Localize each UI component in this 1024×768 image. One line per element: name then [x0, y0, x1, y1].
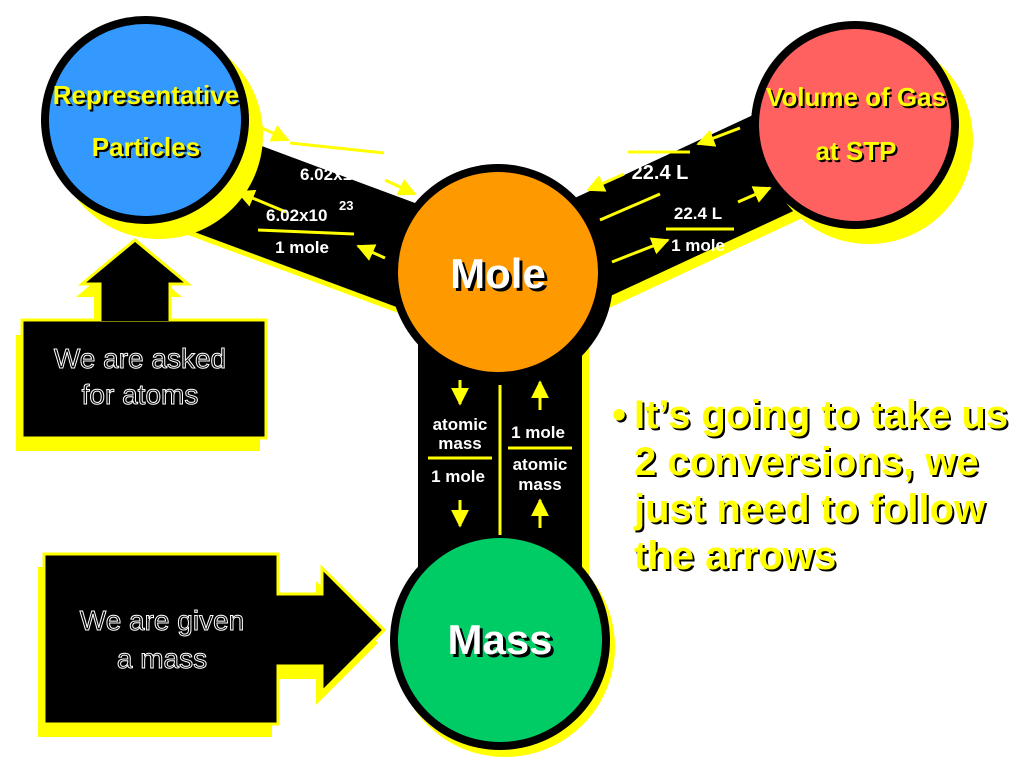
- mass-label: Mass: [447, 616, 552, 663]
- arrow-particles-to-mole-a: [261, 125, 290, 142]
- node-particles: Representative Representative Particles …: [41, 16, 263, 239]
- fraction-exponent: 23: [372, 157, 386, 172]
- fraction-denominator-2: mass: [518, 475, 561, 494]
- svg-text:Mass: Mass: [450, 619, 555, 666]
- fraction-numerator: 1 mole: [631, 127, 685, 146]
- arrow-particles-to-mole-b: [384, 178, 417, 196]
- arrow-mole-to-particles-a: [236, 189, 287, 214]
- bullet-text-box: • It’s going to take us 2 conversions, w…: [612, 392, 1022, 580]
- volume-label-2: at STP: [816, 136, 897, 166]
- arrow-mole-to-particles-b: [356, 244, 386, 261]
- particles-label-1: Representative: [53, 80, 239, 110]
- right-arrow-icon: [42, 552, 387, 726]
- svg-text:at STP: at STP: [818, 138, 899, 168]
- callout-asked-line1: We are asked: [54, 343, 226, 374]
- particles-circle: [49, 24, 241, 216]
- fraction-numerator: 22.4 L: [674, 204, 722, 223]
- conversion-volume-to-mole: 1 mole 22.4 L: [586, 126, 741, 192]
- callout-given-line1: We are given: [80, 605, 244, 636]
- fraction-denominator: 1 mole: [275, 238, 329, 257]
- arrow-mole-to-volume-b: [611, 237, 670, 264]
- fraction-numerator: 1 mole: [511, 423, 565, 442]
- node-volume: Volume of Gas Volume of Gas at STP at ST…: [751, 21, 973, 244]
- up-arrow-icon: [77, 238, 193, 321]
- fraction-exponent: 23: [339, 198, 353, 213]
- fraction-denominator: 1 mole: [431, 467, 485, 486]
- fraction-numerator-1: atomic: [433, 415, 488, 434]
- conversion-mole-to-mass: atomic mass 1 mole: [428, 380, 492, 528]
- mole-circle: [398, 172, 598, 372]
- conversion-mole-to-particles: 6.02x10 23 1 mole: [236, 189, 386, 261]
- callout-given: We are given a mass: [38, 552, 387, 737]
- fraction-bar: [257, 228, 355, 236]
- svg-text:Particles: Particles: [94, 134, 202, 164]
- svg-text:Representative: Representative: [55, 82, 241, 112]
- arrow-volume-to-mole-b: [586, 172, 625, 192]
- fraction-numerator: 6.02x10: [266, 206, 327, 225]
- fraction-numerator: 1 mole: [309, 121, 363, 140]
- callout-asked: We are asked for atoms: [16, 238, 268, 451]
- conversion-mole-to-volume: 22.4 L 1 mole: [599, 186, 772, 264]
- fraction-denominator: 6.02x10: [300, 165, 361, 184]
- arrow-volume-to-mole-a: [696, 126, 741, 147]
- callout-asked-line2: for atoms: [82, 379, 199, 410]
- volume-label-1: Volume of Gas: [766, 82, 946, 112]
- fraction-numerator-2: mass: [438, 434, 481, 453]
- svg-text:Mole: Mole: [453, 253, 549, 300]
- conversion-particles-to-mole: 1 mole 6.02x10 23: [261, 121, 417, 196]
- particles-label-2: Particles: [92, 132, 200, 162]
- fraction-denominator: 1 mole: [671, 236, 725, 255]
- arrow-mole-to-volume-a: [737, 186, 772, 204]
- volume-circle: [759, 29, 951, 221]
- mass-circle: [398, 538, 602, 742]
- fraction-bar: [289, 141, 385, 155]
- arrow-mole-to-volume-a-line: [599, 192, 661, 222]
- node-mole: Mole Mole: [390, 164, 613, 388]
- callout-asked-box: [20, 318, 268, 440]
- svg-text:Volume of Gas: Volume of Gas: [768, 84, 948, 114]
- bullet-marker: •: [612, 393, 627, 437]
- mole-label: Mole: [450, 250, 546, 297]
- fraction-denominator-1: atomic: [513, 455, 568, 474]
- fraction-denominator: 22.4 L: [632, 162, 689, 184]
- callout-given-line2: a mass: [117, 643, 207, 674]
- node-mass: Mass Mass: [390, 530, 615, 757]
- bullet-text: It’s going to take us 2 conversions, we …: [634, 393, 1009, 578]
- conversion-mass-to-mole: 1 mole atomic mass: [508, 380, 572, 528]
